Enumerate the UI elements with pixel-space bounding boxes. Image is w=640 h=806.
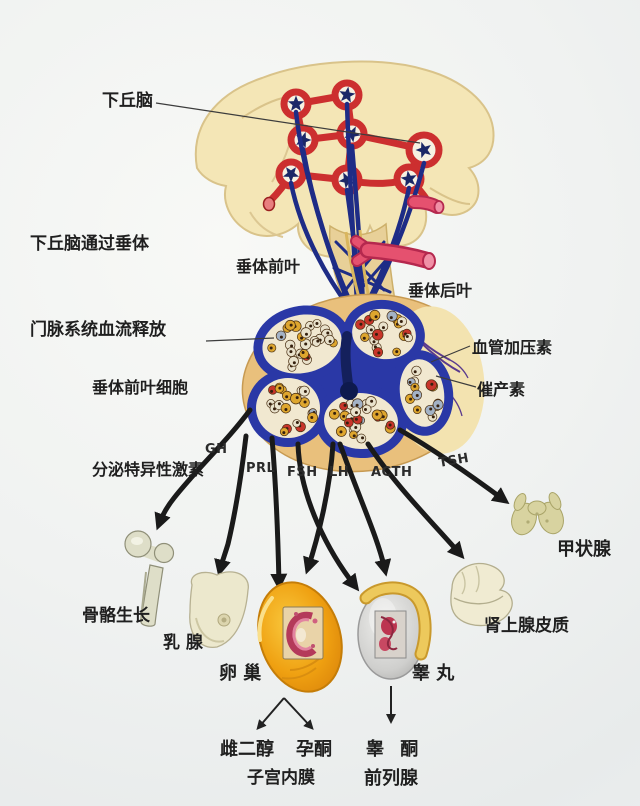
label-portal-note: 下丘脑通过垂体 门脉系统血流释放 xyxy=(30,172,166,374)
posterior-artery xyxy=(350,195,445,270)
mammary-gland-illustration xyxy=(189,571,249,648)
label-posterior-pituitary: 垂体后叶 xyxy=(408,281,473,300)
label-anterior-pituitary: 垂体前叶 xyxy=(236,257,301,276)
label-bone-growth: 骨骼生长 xyxy=(82,606,150,626)
hormone-label-acth: ACTH xyxy=(371,465,413,480)
cut-artery-end xyxy=(262,196,276,212)
hormone-label-lh: LH xyxy=(329,465,350,480)
portal-note-line1: 下丘脑通过垂体 xyxy=(30,233,149,254)
downstream-arrows xyxy=(256,686,396,731)
label-testis: 睾 丸 xyxy=(412,663,455,684)
central-cleft xyxy=(340,382,358,400)
anterior-cells-line1: 垂体前叶细胞 xyxy=(92,378,189,398)
fsh-arrow-ovary xyxy=(269,435,288,591)
bone-illustration xyxy=(124,530,175,627)
thyroid-illustration xyxy=(511,492,564,536)
label-vasopressin: 血管加压素 xyxy=(472,338,553,357)
lh-arrow-ovary xyxy=(303,441,336,575)
label-ovary: 卵 巢 xyxy=(219,663,262,684)
label-anterior-cells-note: 垂体前叶细胞 分泌特异性激素 xyxy=(92,320,204,510)
label-estradiol: 雌二醇 xyxy=(220,739,274,760)
label-prostate: 前列腺 xyxy=(364,768,418,789)
tsh-arrow xyxy=(397,427,510,505)
hormone-label-prl: PRL xyxy=(246,461,276,476)
leader-lines xyxy=(155,102,477,388)
acth-arrow xyxy=(365,441,465,560)
gh-arrow xyxy=(154,407,253,531)
anterior-cells-line2: 分泌特异性激素 xyxy=(92,459,205,479)
hormone-label-fsh: FSH xyxy=(287,465,318,480)
anterior-secretory-cells xyxy=(266,309,444,444)
label-endometrium: 子宫内膜 xyxy=(247,768,315,788)
hormone-arrows xyxy=(154,407,510,592)
label-adrenal-cortex: 肾上腺皮质 xyxy=(484,616,569,636)
label-thyroid: 甲状腺 xyxy=(557,539,611,560)
label-hypothalamus: 下丘脑 xyxy=(102,91,153,111)
portal-note-line2: 门脉系统血流释放 xyxy=(30,320,166,341)
prl-arrow xyxy=(214,433,249,577)
adrenal-gland-illustration xyxy=(450,562,513,627)
label-mammary-gland: 乳 腺 xyxy=(163,633,203,653)
ovary-illustration xyxy=(257,581,343,693)
label-progesterone: 孕酮 xyxy=(296,739,332,760)
testis-illustration xyxy=(357,581,432,680)
lh-arrow-testis xyxy=(337,441,392,577)
hormone-label-gh: GH xyxy=(205,442,228,457)
ovary-to-estradiol-arrow xyxy=(256,697,285,731)
pituitary-gland-illustration xyxy=(241,293,485,473)
label-testosterone: 睾 酮 xyxy=(366,739,424,760)
label-oxytocin: 催产素 xyxy=(477,380,526,399)
ovary-to-progesterone-arrow xyxy=(283,697,314,730)
